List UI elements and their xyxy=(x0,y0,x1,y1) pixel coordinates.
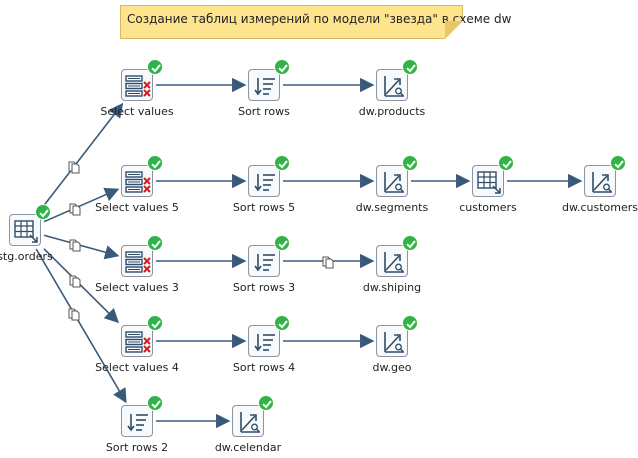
step-stg-orders[interactable]: stg.orders xyxy=(0,204,53,263)
table-input-icon[interactable] xyxy=(9,214,41,246)
step-o3[interactable]: dw.customers xyxy=(562,155,638,214)
sort-rows-icon[interactable] xyxy=(121,405,153,437)
step-label: Select values xyxy=(100,105,174,118)
success-check-icon xyxy=(610,155,626,171)
hop-stg-orders-to-sv4[interactable] xyxy=(43,248,120,324)
success-check-icon xyxy=(147,155,163,171)
success-check-icon xyxy=(147,235,163,251)
copy-rows-icon xyxy=(68,237,82,252)
hop-stg-orders-to-sv3[interactable] xyxy=(43,234,120,260)
step-o5[interactable]: dw.geo xyxy=(373,315,418,374)
step-label: dw.celendar xyxy=(214,441,282,454)
step-label: Sort rows 3 xyxy=(232,281,296,294)
hop-stg-orders-to-sv5[interactable] xyxy=(43,187,120,223)
success-check-icon xyxy=(35,204,51,220)
step-label: dw.products xyxy=(358,105,426,118)
table-input-icon[interactable] xyxy=(472,165,504,197)
copy-rows-icon xyxy=(67,159,81,174)
step-o2[interactable]: dw.segments xyxy=(356,155,428,214)
success-check-icon xyxy=(402,235,418,251)
step-sv3[interactable]: Select values 3 xyxy=(95,235,179,294)
sort-rows-icon[interactable] xyxy=(248,69,280,101)
success-check-icon xyxy=(402,315,418,331)
table-output-icon[interactable] xyxy=(376,69,408,101)
step-sr2[interactable]: Sort rows 2 xyxy=(106,395,168,454)
table-output-icon[interactable] xyxy=(376,245,408,277)
step-label: Select values 4 xyxy=(95,361,179,374)
success-check-icon xyxy=(147,395,163,411)
step-label: Sort rows 2 xyxy=(105,441,169,454)
sort-rows-icon[interactable] xyxy=(248,245,280,277)
note-fold-corner xyxy=(445,21,463,39)
success-check-icon xyxy=(402,155,418,171)
success-check-icon xyxy=(258,395,274,411)
table-output-icon[interactable] xyxy=(232,405,264,437)
step-o6[interactable]: dw.celendar xyxy=(215,395,281,454)
copy-rows-icon xyxy=(68,201,82,216)
copy-rows-icon xyxy=(68,273,82,288)
hop-stg-orders-to-sr2[interactable] xyxy=(35,248,127,404)
step-sr4[interactable]: Sort rows 4 xyxy=(233,315,295,374)
step-sv4[interactable]: Select values 4 xyxy=(95,315,179,374)
step-label: stg.orders xyxy=(0,250,53,263)
success-check-icon xyxy=(274,59,290,75)
step-label: customers xyxy=(459,201,517,214)
step-label: dw.segments xyxy=(355,201,429,214)
select-values-icon[interactable] xyxy=(121,69,153,101)
step-sv5[interactable]: Select values 5 xyxy=(95,155,179,214)
step-sr1[interactable]: Sort rows xyxy=(238,59,290,118)
success-check-icon xyxy=(498,155,514,171)
select-values-icon[interactable] xyxy=(121,245,153,277)
step-cust[interactable]: customers xyxy=(459,155,517,214)
step-label: dw.shiping xyxy=(362,281,422,294)
step-sv1[interactable]: Select values xyxy=(100,59,174,118)
select-values-icon[interactable] xyxy=(121,325,153,357)
note-text: Создание таблиц измерений по модели "зве… xyxy=(127,12,512,26)
success-check-icon xyxy=(147,315,163,331)
step-o4[interactable]: dw.shiping xyxy=(363,235,421,294)
sticky-note[interactable]: Создание таблиц измерений по модели "зве… xyxy=(120,5,511,39)
select-values-icon[interactable] xyxy=(121,165,153,197)
step-sr5[interactable]: Sort rows 5 xyxy=(233,155,295,214)
hop-stg-orders-to-sv1[interactable] xyxy=(39,102,124,212)
sort-rows-icon[interactable] xyxy=(248,165,280,197)
step-label: Sort rows 5 xyxy=(232,201,296,214)
copy-rows-icon xyxy=(67,306,81,321)
step-sr3[interactable]: Sort rows 3 xyxy=(233,235,295,294)
step-label: dw.geo xyxy=(372,361,412,374)
step-label: dw.customers xyxy=(562,201,638,214)
step-label: Sort rows xyxy=(238,105,290,118)
step-label: Select values 3 xyxy=(95,281,179,294)
success-check-icon xyxy=(274,315,290,331)
sort-rows-icon[interactable] xyxy=(248,325,280,357)
success-check-icon xyxy=(402,59,418,75)
copy-rows-icon xyxy=(321,254,335,269)
step-label: Sort rows 4 xyxy=(232,361,296,374)
table-output-icon[interactable] xyxy=(584,165,616,197)
table-output-icon[interactable] xyxy=(376,325,408,357)
success-check-icon xyxy=(147,59,163,75)
success-check-icon xyxy=(274,155,290,171)
step-label: Select values 5 xyxy=(95,201,179,214)
step-o1[interactable]: dw.products xyxy=(359,59,425,118)
success-check-icon xyxy=(274,235,290,251)
table-output-icon[interactable] xyxy=(376,165,408,197)
